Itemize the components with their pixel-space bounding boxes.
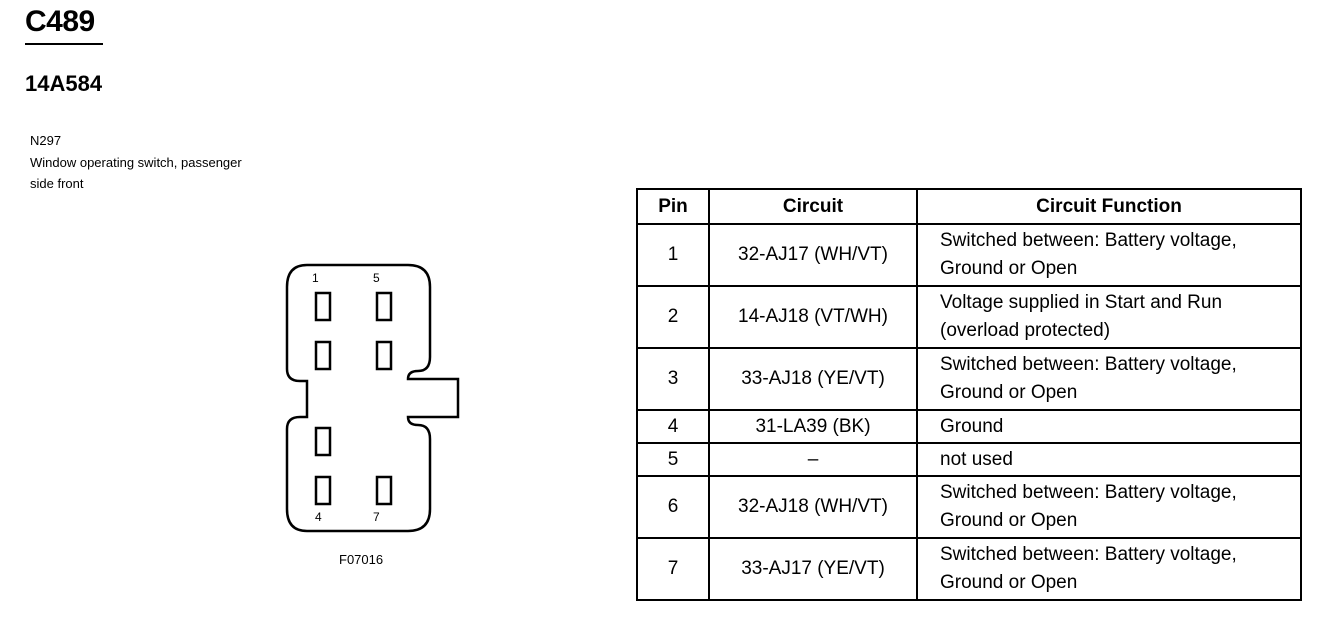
pin-cavity-6 xyxy=(375,340,393,371)
pin-label-7: 7 xyxy=(373,510,380,524)
pin-cavity-2 xyxy=(314,340,332,371)
table-row: 5 – not used xyxy=(636,442,1302,477)
pin-cell: 3 xyxy=(636,347,710,411)
pin-cell: 6 xyxy=(636,475,710,539)
function-cell: Switched between: Battery voltage, Groun… xyxy=(916,537,1302,601)
pin-cavity-7 xyxy=(375,475,393,506)
circuit-cell: 14-AJ18 (VT/WH) xyxy=(708,285,918,349)
function-cell: Switched between: Battery voltage, Groun… xyxy=(916,223,1302,287)
function-cell: Switched between: Battery voltage, Groun… xyxy=(916,347,1302,411)
pin-cell: 2 xyxy=(636,285,710,349)
component-description: Window operating switch, passenger side … xyxy=(30,155,242,191)
pinout-table: Pin Circuit Circuit Function 1 32-AJ17 (… xyxy=(636,188,1302,601)
pin-label-5: 5 xyxy=(373,271,380,285)
column-header-function: Circuit Function xyxy=(916,188,1302,225)
pin-cell: 7 xyxy=(636,537,710,601)
pin-label-4: 4 xyxy=(315,510,322,524)
part-number: 14A584 xyxy=(25,71,103,96)
circuit-cell: 33-AJ17 (YE/VT) xyxy=(708,537,918,601)
pin-cavity-5 xyxy=(375,291,393,322)
table-row: 1 32-AJ17 (WH/VT) Switched between: Batt… xyxy=(636,223,1302,287)
function-cell: not used xyxy=(916,442,1302,477)
function-cell: Voltage supplied in Start and Run (overl… xyxy=(916,285,1302,349)
connector-id: C489 xyxy=(25,5,95,38)
table-row: 3 33-AJ18 (YE/VT) Switched between: Batt… xyxy=(636,347,1302,411)
table-row: 7 33-AJ17 (YE/VT) Switched between: Batt… xyxy=(636,537,1302,601)
table-row: 6 32-AJ18 (WH/VT) Switched between: Batt… xyxy=(636,475,1302,539)
column-header-pin: Pin xyxy=(636,188,710,225)
table-row: 2 14-AJ18 (VT/WH) Voltage supplied in St… xyxy=(636,285,1302,349)
pin-label-1: 1 xyxy=(312,271,319,285)
function-cell: Ground xyxy=(916,409,1302,444)
connector-outline xyxy=(285,263,460,533)
table-header-row: Pin Circuit Circuit Function xyxy=(636,188,1302,225)
circuit-cell: 32-AJ18 (WH/VT) xyxy=(708,475,918,539)
component-code: N297 xyxy=(30,133,62,148)
circuit-cell: – xyxy=(708,442,918,477)
pin-cavity-4 xyxy=(314,475,332,506)
column-header-circuit: Circuit xyxy=(708,188,918,225)
pin-cell: 5 xyxy=(636,442,710,477)
pin-cavity-3 xyxy=(314,426,332,457)
connector-face-diagram: 1 5 4 7 xyxy=(285,263,460,533)
pin-cell: 4 xyxy=(636,409,710,444)
circuit-cell: 31-LA39 (BK) xyxy=(708,409,918,444)
pin-cavity-1 xyxy=(314,291,332,322)
circuit-cell: 33-AJ18 (YE/VT) xyxy=(708,347,918,411)
pin-cell: 1 xyxy=(636,223,710,287)
circuit-cell: 32-AJ17 (WH/VT) xyxy=(708,223,918,287)
function-cell: Switched between: Battery voltage, Groun… xyxy=(916,475,1302,539)
table-row: 4 31-LA39 (BK) Ground xyxy=(636,409,1302,444)
connector-id-underline xyxy=(25,43,103,45)
figure-id: F07016 xyxy=(339,552,384,567)
